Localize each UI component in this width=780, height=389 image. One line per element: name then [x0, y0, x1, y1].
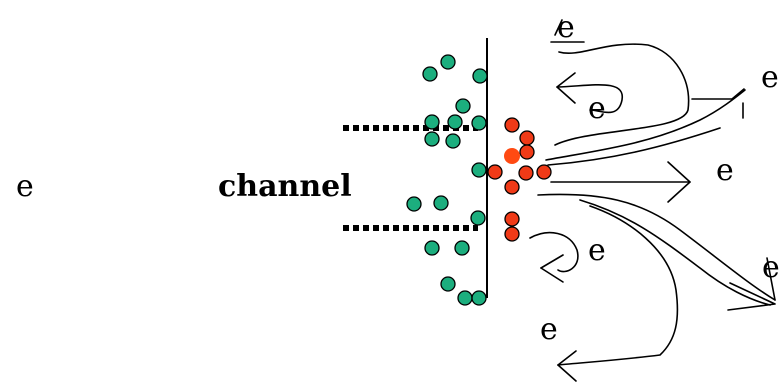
arrow-head	[540, 267, 564, 283]
green-particle	[440, 276, 456, 292]
red-particle	[536, 164, 552, 180]
red-particle	[504, 226, 520, 242]
label-e-bottom: e	[540, 312, 558, 347]
green-particle	[470, 210, 486, 226]
green-particle	[422, 66, 438, 82]
red-particle	[519, 130, 535, 146]
green-particle	[454, 240, 470, 256]
green-particle	[457, 290, 473, 306]
green-particle	[471, 115, 487, 131]
label-e-inner: e	[588, 91, 606, 126]
green-particle	[424, 114, 440, 130]
green-particles	[406, 54, 488, 306]
green-particle	[424, 240, 440, 256]
arrow-head	[667, 161, 691, 203]
green-particle	[440, 54, 456, 70]
red-particle	[518, 165, 534, 181]
green-particle	[471, 162, 487, 178]
red-particle	[504, 179, 520, 195]
arrow-head	[727, 282, 776, 311]
trajectory-loop-bottom	[557, 205, 679, 366]
arrow-head	[556, 86, 576, 104]
trajectory-loop-top	[554, 43, 690, 146]
label-e-upper-right: e	[761, 60, 779, 95]
trajectory-upper-fan	[545, 89, 746, 161]
red-particle	[519, 144, 535, 160]
green-particle	[433, 195, 449, 211]
trajectory-lines	[529, 19, 776, 382]
highlighted-red-particle	[504, 148, 520, 164]
red-particle	[487, 164, 503, 180]
trajectory-lower-fan-2	[579, 199, 771, 306]
trajectory-upper-fan-2	[547, 127, 721, 166]
green-particle	[424, 131, 440, 147]
arrow-head	[540, 254, 564, 269]
trajectory-small-loop	[557, 84, 623, 114]
arrow-head	[766, 257, 776, 301]
green-particle	[406, 196, 422, 212]
trajectory-small-loop-bottom	[529, 231, 579, 273]
trajectory-lower-fan	[537, 193, 776, 301]
arrow-stroke	[554, 19, 563, 36]
label-e-lower-right: e	[762, 250, 780, 285]
channel-label: channel	[218, 169, 352, 204]
arrow-head	[557, 364, 577, 382]
label-e-lower-inner: e	[588, 233, 606, 268]
red-particles	[487, 117, 552, 242]
red-particle	[504, 211, 520, 227]
label-e-top: e	[557, 10, 575, 45]
green-particle	[471, 290, 487, 306]
label-e-left: e	[16, 169, 34, 204]
arrow-head	[557, 350, 577, 366]
arrow-head	[556, 72, 576, 88]
red-particle	[504, 117, 520, 133]
green-particle	[447, 114, 463, 130]
green-particle	[455, 98, 471, 114]
label-e-right: e	[716, 153, 734, 188]
green-particle	[472, 68, 488, 84]
green-particle	[445, 133, 461, 149]
arrow-head	[691, 88, 745, 100]
